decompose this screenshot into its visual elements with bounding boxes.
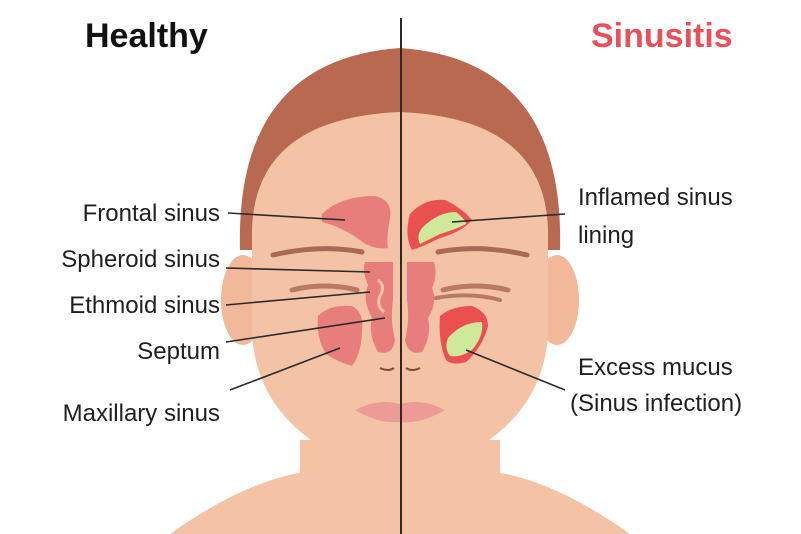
label-inflamed-line1: Inflamed sinus bbox=[578, 184, 733, 212]
title-sinusitis: Sinusitis bbox=[591, 16, 733, 56]
label-mucus-line2: (Sinus infection) bbox=[570, 390, 742, 418]
label-frontal-sinus: Frontal sinus bbox=[0, 200, 220, 228]
label-spheroid-sinus: Spheroid sinus bbox=[0, 246, 220, 274]
label-mucus-line1: Excess mucus bbox=[578, 354, 733, 382]
label-ethmoid-sinus: Ethmoid sinus bbox=[0, 292, 220, 320]
label-inflamed-line2: lining bbox=[578, 222, 634, 250]
title-healthy: Healthy bbox=[85, 16, 208, 56]
label-septum: Septum bbox=[0, 338, 220, 366]
label-maxillary-sinus: Maxillary sinus bbox=[0, 400, 220, 428]
